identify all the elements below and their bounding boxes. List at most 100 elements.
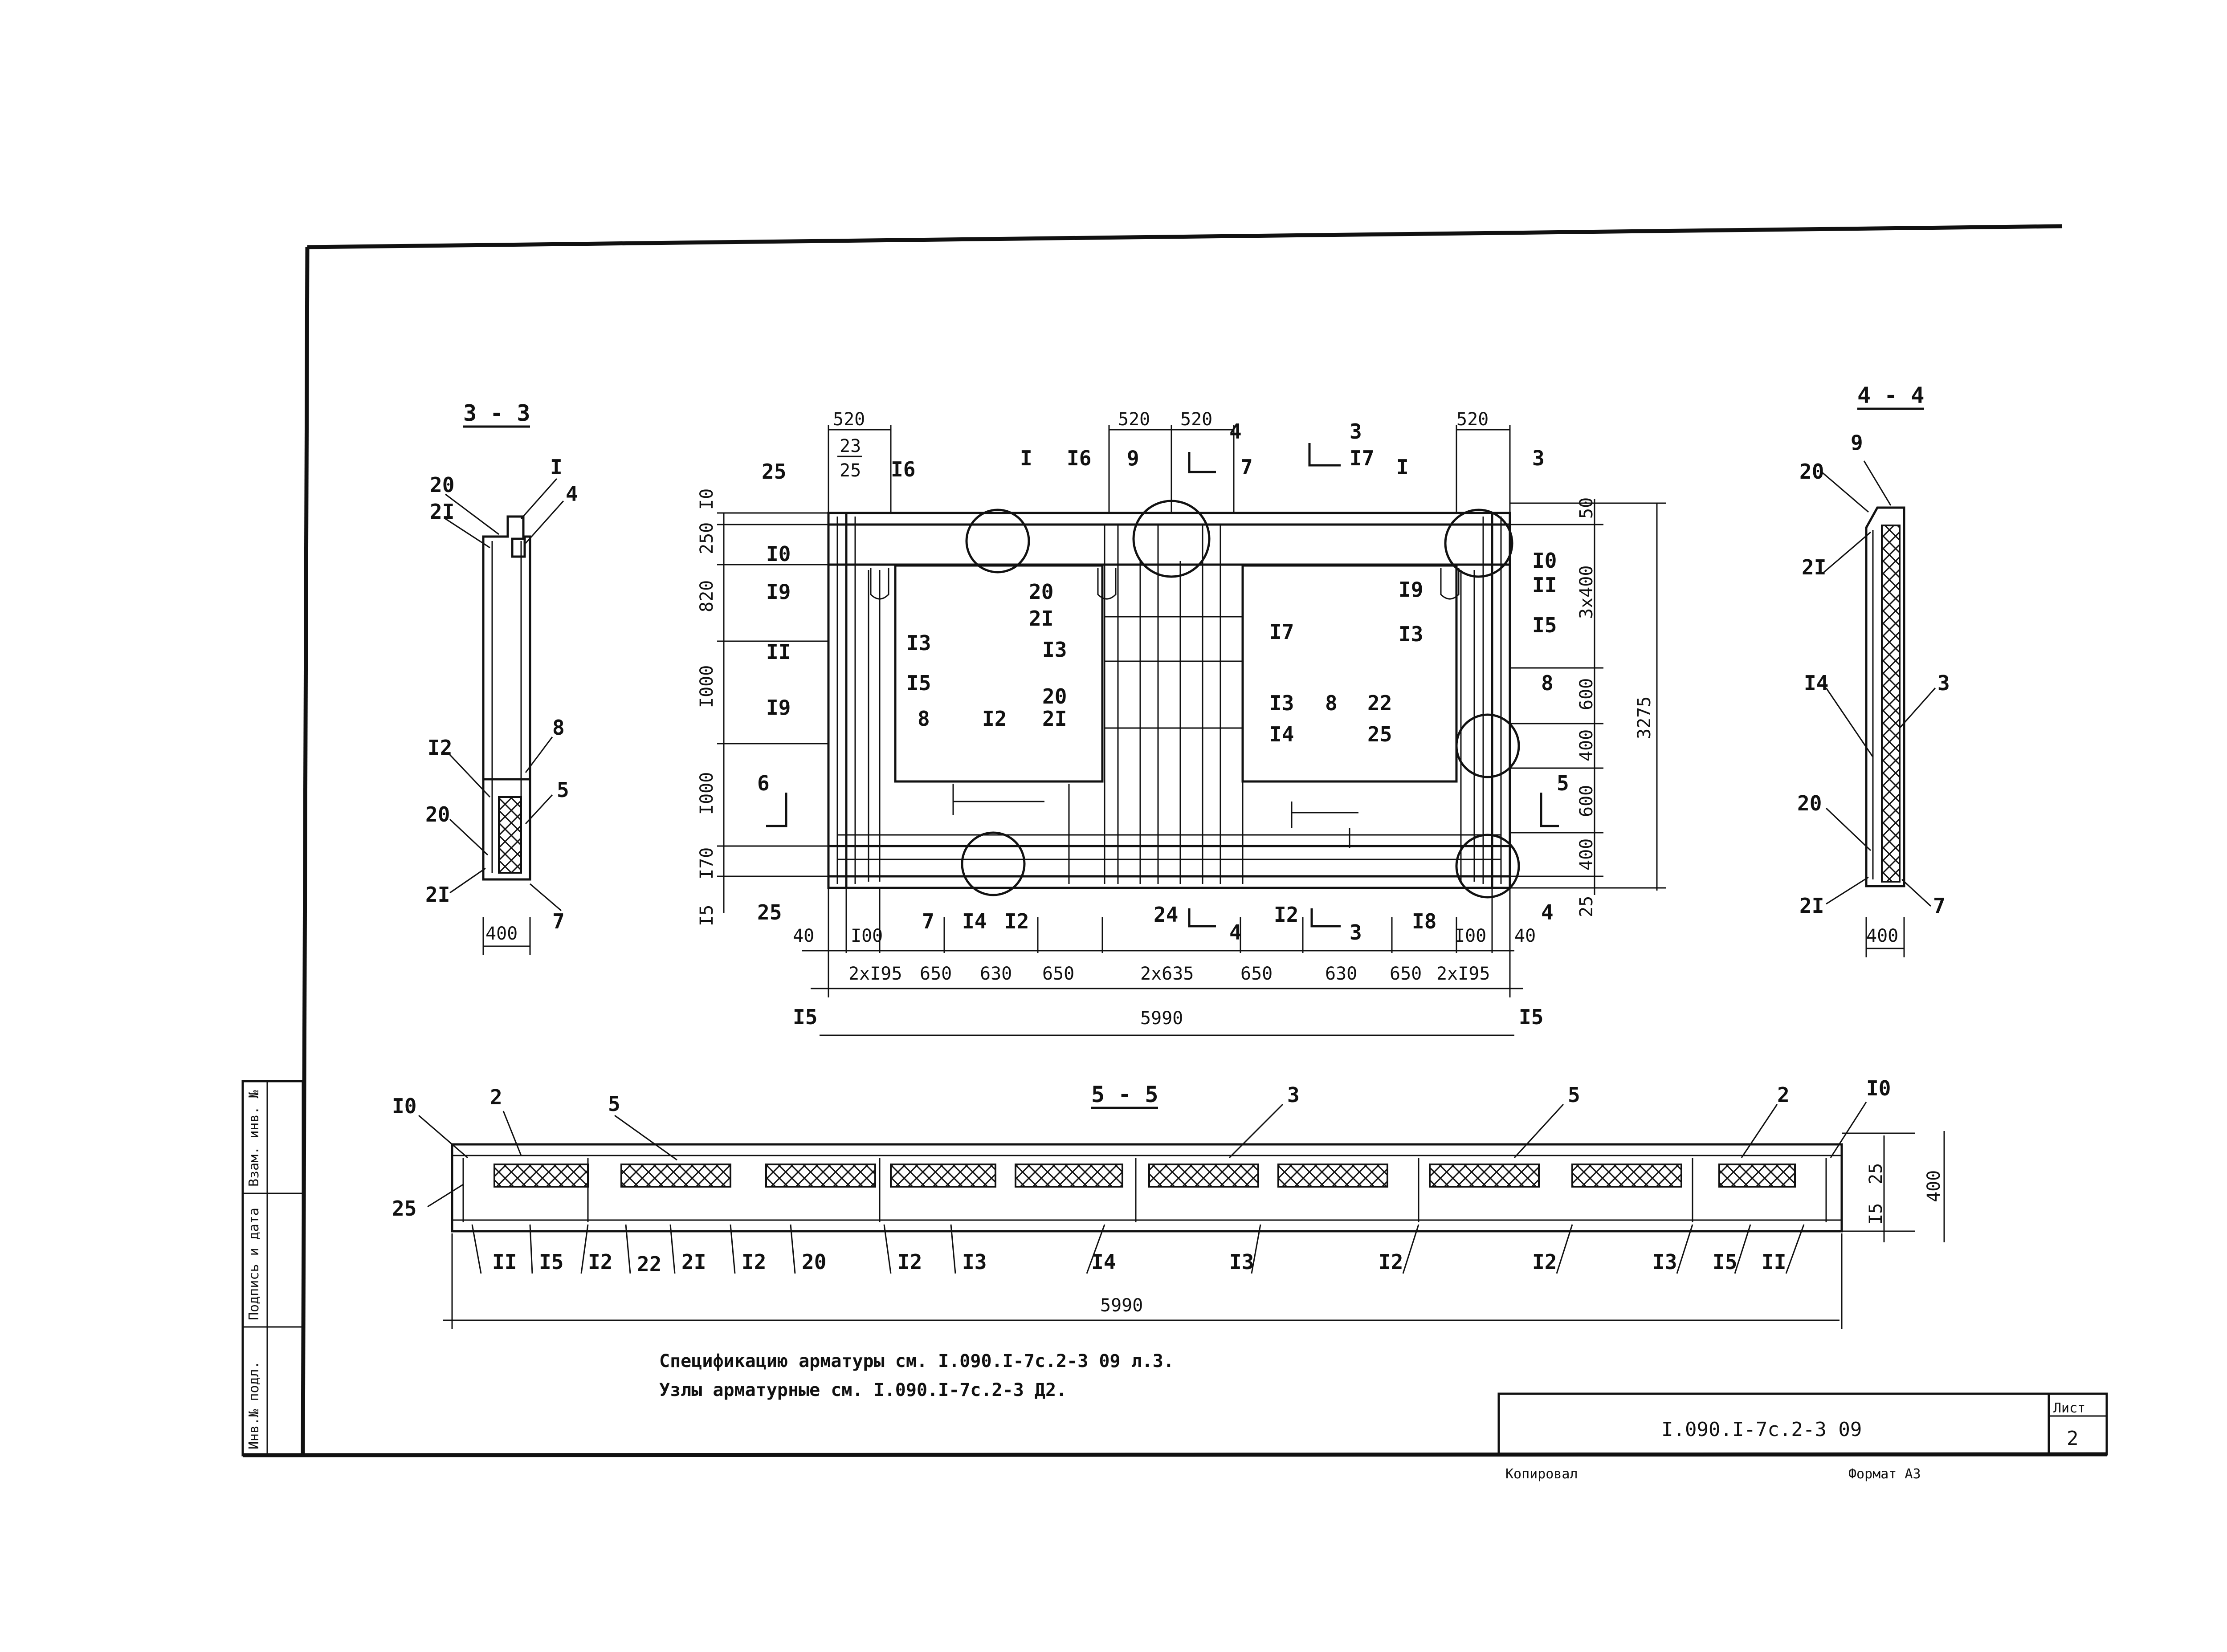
mark-19-b: I9 bbox=[766, 696, 791, 720]
mark-10-a: I0 bbox=[766, 542, 791, 566]
mark-13-d: I3 bbox=[1399, 622, 1423, 646]
s44-label-21: 2I bbox=[1802, 555, 1826, 579]
dim-bottom-650-b: 650 bbox=[1042, 964, 1074, 984]
dim-bottom-2x635: 2x635 bbox=[1140, 964, 1194, 984]
mark-8-b: 8 bbox=[1325, 691, 1338, 715]
section-5-5: 5 - 5 I0 2 5 bbox=[392, 1076, 1945, 1329]
mark-5: 5 bbox=[1557, 771, 1569, 795]
s44-label-9: 9 bbox=[1851, 431, 1863, 455]
mark-10-b: I0 bbox=[1532, 549, 1557, 573]
s33-width: 400 bbox=[485, 924, 518, 944]
s33-label-8: 8 bbox=[552, 716, 565, 740]
mark-14-a: I4 bbox=[1269, 722, 1294, 746]
dim-left-1000-a: I000 bbox=[697, 665, 717, 708]
s33-label-7: 7 bbox=[552, 909, 565, 933]
checked-label: Копировал bbox=[1505, 1466, 1578, 1482]
s44-width: 400 bbox=[1866, 926, 1898, 946]
section-4-4-title: 4 - 4 bbox=[1857, 382, 1925, 408]
dim-right-400-a: 400 bbox=[1576, 729, 1597, 761]
mark-9: 9 bbox=[1127, 446, 1139, 470]
mark-4-a: 4 bbox=[1229, 920, 1242, 944]
dim-bottom-100-b: I00 bbox=[1454, 926, 1486, 946]
mark-16-a: I6 bbox=[891, 457, 915, 481]
detail-circle-4 bbox=[1455, 834, 1520, 899]
plan-dim-400: 400 bbox=[1924, 1170, 1944, 1202]
s44-label-14: I4 bbox=[1804, 671, 1828, 695]
s33-label-20b: 20 bbox=[425, 802, 450, 826]
dim-bottom-2x195-b: 2xI95 bbox=[1436, 964, 1490, 984]
mark-3-top: 3 bbox=[1350, 419, 1362, 444]
dim-overall-width: 5990 bbox=[1140, 1008, 1183, 1029]
dim-bottom-100-a: I00 bbox=[851, 926, 883, 946]
plan-dim-25: 25 bbox=[1866, 1163, 1886, 1184]
plan-bottom-11-a: II bbox=[492, 1250, 517, 1274]
s33-label-12: I2 bbox=[428, 736, 452, 760]
mark-21-b: 2I bbox=[1042, 707, 1067, 731]
s33-label-20: 20 bbox=[430, 473, 454, 497]
rebar-grid bbox=[836, 517, 1502, 884]
plan-bottom-13-a: I3 bbox=[962, 1250, 987, 1274]
detail-circle-1 bbox=[965, 509, 1030, 574]
s44-label-21b: 2I bbox=[1799, 894, 1824, 918]
dim-top-sub-25: 25 bbox=[840, 460, 861, 481]
dim-bottom-40-a: 40 bbox=[793, 926, 814, 946]
list-number: 2 bbox=[2067, 1427, 2079, 1450]
dim-bottom-2x195-a: 2xI95 bbox=[848, 964, 902, 984]
mark-11-a: II bbox=[766, 640, 791, 664]
s33-label-21: 2I bbox=[430, 500, 454, 524]
mark-12-c: I2 bbox=[1274, 903, 1298, 927]
mark-4-top: 4 bbox=[1229, 419, 1242, 444]
plan-bottom-22: 22 bbox=[637, 1252, 661, 1276]
plan-dim-15: I5 bbox=[1866, 1203, 1886, 1225]
dim-top-520-d: 520 bbox=[1456, 409, 1489, 430]
plan-bottom-12-c: I2 bbox=[897, 1250, 922, 1274]
plan-hatch-cells bbox=[494, 1164, 1796, 1188]
elevation-marks: 25 I6 I I6 9 7 4 3 I7 I 3 I0 I9 II I9 I3… bbox=[757, 419, 1569, 944]
dim-top-sub-23: 23 bbox=[840, 436, 861, 456]
dim-bottom-650-d: 650 bbox=[1390, 964, 1422, 984]
dim-top-520-b: 520 bbox=[1118, 409, 1150, 430]
plan-overall-width: 5990 bbox=[1100, 1295, 1143, 1316]
plan-bottom-15-a: I5 bbox=[539, 1250, 563, 1274]
plan-top-3: 3 bbox=[1287, 1083, 1300, 1107]
dim-top-520-a: 520 bbox=[833, 409, 865, 430]
mark-12-a: I2 bbox=[982, 707, 1007, 731]
list-label: Лист bbox=[2053, 1400, 2085, 1416]
dim-right-3x400: 3x400 bbox=[1576, 566, 1597, 619]
mark-13-a: I3 bbox=[906, 631, 931, 655]
mark-7-b: 7 bbox=[922, 909, 934, 933]
dim-right-600-b: 600 bbox=[1576, 785, 1597, 817]
section-3-3: 3 - 3 20 2I I 4 8 I2 5 20 2I 7 400 bbox=[425, 400, 578, 955]
dim-overall-height: 3275 bbox=[1634, 696, 1655, 739]
notes: Спецификацию арматуры см. I.090.I-7c.2-3… bbox=[659, 1351, 1174, 1400]
s33-label-5: 5 bbox=[557, 778, 569, 802]
s44-label-7: 7 bbox=[1933, 894, 1946, 918]
plan-bottom-leaders bbox=[471, 1224, 1805, 1274]
dim-top-520-c: 520 bbox=[1180, 409, 1212, 430]
mark-25-bottom: 25 bbox=[757, 900, 782, 924]
plan-bottom-14: I4 bbox=[1091, 1250, 1116, 1274]
detail-circle-8 bbox=[1455, 713, 1520, 778]
section-5-5-title: 5 - 5 bbox=[1091, 1082, 1158, 1107]
mark-20-a: 20 bbox=[1029, 580, 1053, 604]
mark-25-top: 25 bbox=[762, 460, 786, 484]
dim-left-10: I0 bbox=[697, 488, 717, 510]
mark-1-a: I bbox=[1020, 446, 1032, 470]
s44-label-20b: 20 bbox=[1797, 791, 1822, 815]
s33-label-21b: 2I bbox=[425, 883, 450, 907]
dim-bottom-650-c: 650 bbox=[1240, 964, 1273, 984]
mark-12-b: I2 bbox=[1004, 909, 1029, 933]
mark-20-b: 20 bbox=[1042, 684, 1067, 708]
plan-bottom-12-e: I2 bbox=[1532, 1250, 1557, 1274]
detail-circle-14 bbox=[961, 831, 1026, 896]
dim-left-1000-b: I000 bbox=[697, 772, 717, 815]
dim-edge-15-right: I5 bbox=[1519, 1005, 1543, 1029]
elevation-view: 520 520 520 520 23 25 I0 250 820 I000 I0… bbox=[697, 409, 1666, 1036]
mark-11-b: II bbox=[1532, 573, 1557, 597]
dim-right-25: 25 bbox=[1576, 896, 1597, 917]
dim-bottom-630-a: 630 bbox=[980, 964, 1012, 984]
mark-3-c: 3 bbox=[1350, 920, 1362, 944]
mark-15-a: I5 bbox=[906, 671, 931, 695]
sheet-code: I.090.I-7c.2-3 09 bbox=[1661, 1418, 1862, 1441]
dim-right-50: 50 bbox=[1576, 497, 1597, 519]
